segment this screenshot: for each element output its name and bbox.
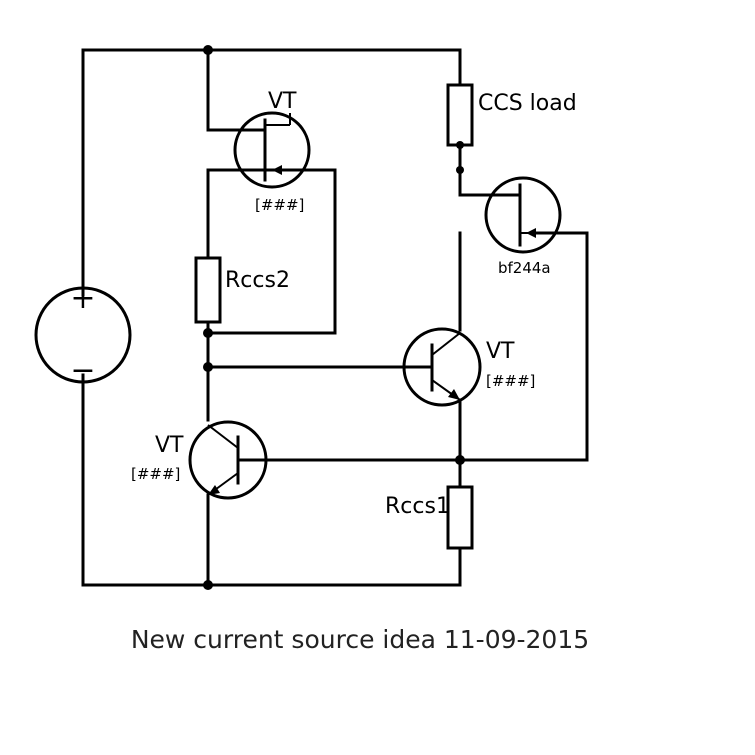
rccs2-resistor: Rccs2 <box>194 256 290 324</box>
lower-transistor-part: [###] <box>131 465 180 483</box>
lower-transistor: VT [###] <box>131 420 268 500</box>
mid-transistor-part: [###] <box>486 372 535 390</box>
rccs1-resistor: Rccs1 <box>385 485 474 550</box>
junction-dots <box>203 45 465 590</box>
jfet-part-label: bf244a <box>498 259 551 277</box>
jfet: bf244a <box>484 176 562 277</box>
top-transistor: VT [###] <box>233 89 311 214</box>
voltage-source: + − <box>34 281 132 388</box>
rccs1-label: Rccs1 <box>385 494 450 519</box>
mid-transistor: VT [###] <box>402 327 535 407</box>
ccs-load-label: CCS load <box>478 91 577 116</box>
top-transistor-label: VT <box>268 89 297 114</box>
top-transistor-part: [###] <box>255 196 304 214</box>
wires <box>81 48 589 587</box>
source-minus-label: − <box>70 353 95 388</box>
source-plus-label: + <box>70 281 95 316</box>
caption: New current source idea 11-09-2015 <box>131 625 589 654</box>
lower-transistor-label: VT <box>155 433 184 458</box>
rccs2-label: Rccs2 <box>225 268 290 293</box>
mid-transistor-label: VT <box>486 339 515 364</box>
ccs-load-resistor: CCS load <box>446 83 577 147</box>
